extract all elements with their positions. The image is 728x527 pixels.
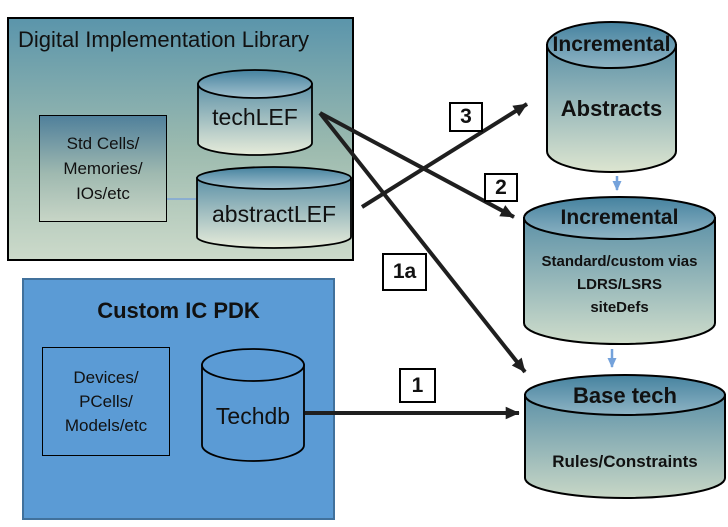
digital-implementation-library-title: Digital Implementation Library	[18, 27, 310, 52]
cylinder-top	[196, 166, 352, 190]
cylinder-top	[197, 69, 313, 99]
abstracts-cylinder	[546, 21, 677, 173]
techdb-cylinder	[201, 348, 305, 462]
std-cells-line: Std Cells/	[66, 134, 140, 153]
cylinder-body	[201, 364, 305, 462]
abstracts-label: Abstracts	[560, 96, 663, 121]
devices-box: Devices/ PCells/ Models/etc	[42, 347, 170, 456]
std-cells-line: Memories/	[63, 159, 143, 178]
devices-line: Models/etc	[64, 415, 148, 435]
std-cells-box: Std Cells/ Memories/ IOs/etc	[39, 115, 167, 222]
techlef-label: techLEF	[212, 104, 298, 130]
techdb-label: Techdb	[215, 403, 291, 429]
arrow-label-3-text: 3	[460, 105, 472, 128]
cylinder-body	[524, 394, 726, 499]
incremental-vias-header: Incremental	[560, 206, 679, 229]
techlef-cylinder	[197, 69, 313, 156]
cylinder-top	[524, 374, 726, 416]
incremental-vias-line: Standard/custom vias	[541, 253, 698, 270]
arrow-label-2-text: 2	[495, 175, 507, 199]
custom-ic-pdk-title: Custom IC PDK	[97, 298, 260, 323]
cylinder-top	[201, 348, 305, 382]
incremental-vias-line: LDRS/LSRS	[576, 276, 662, 293]
base-tech-cylinder	[524, 374, 726, 499]
incremental-vias-cylinder	[523, 196, 716, 345]
base-tech-label: Rules/Constraints	[552, 452, 698, 471]
std-cells-line: IOs/etc	[76, 184, 130, 203]
cylinder-body	[523, 217, 716, 345]
abstractlef-label: abstractLEF	[212, 201, 336, 227]
arrow-label-1-text: 1	[411, 373, 424, 397]
incremental-vias-lines: Standard/custom vias LDRS/LSRS siteDefs	[523, 250, 716, 319]
arrow-label-2: 2	[484, 173, 518, 202]
arrow-label-1a-text: 1a	[392, 260, 417, 283]
devices-line: Devices/	[73, 367, 139, 387]
incremental-vias-line: siteDefs	[590, 299, 649, 316]
arrow-label-3: 3	[449, 102, 483, 132]
arrow-label-1a: 1a	[382, 253, 427, 291]
arrow-label-1: 1	[399, 368, 436, 403]
abstracts-header: Incremental	[552, 33, 671, 56]
cylinder-body	[546, 44, 677, 173]
devices-line: PCells/	[79, 391, 133, 411]
base-tech-header: Base tech	[573, 383, 677, 408]
cylinder-top	[546, 21, 677, 69]
cylinder-body	[197, 83, 313, 156]
